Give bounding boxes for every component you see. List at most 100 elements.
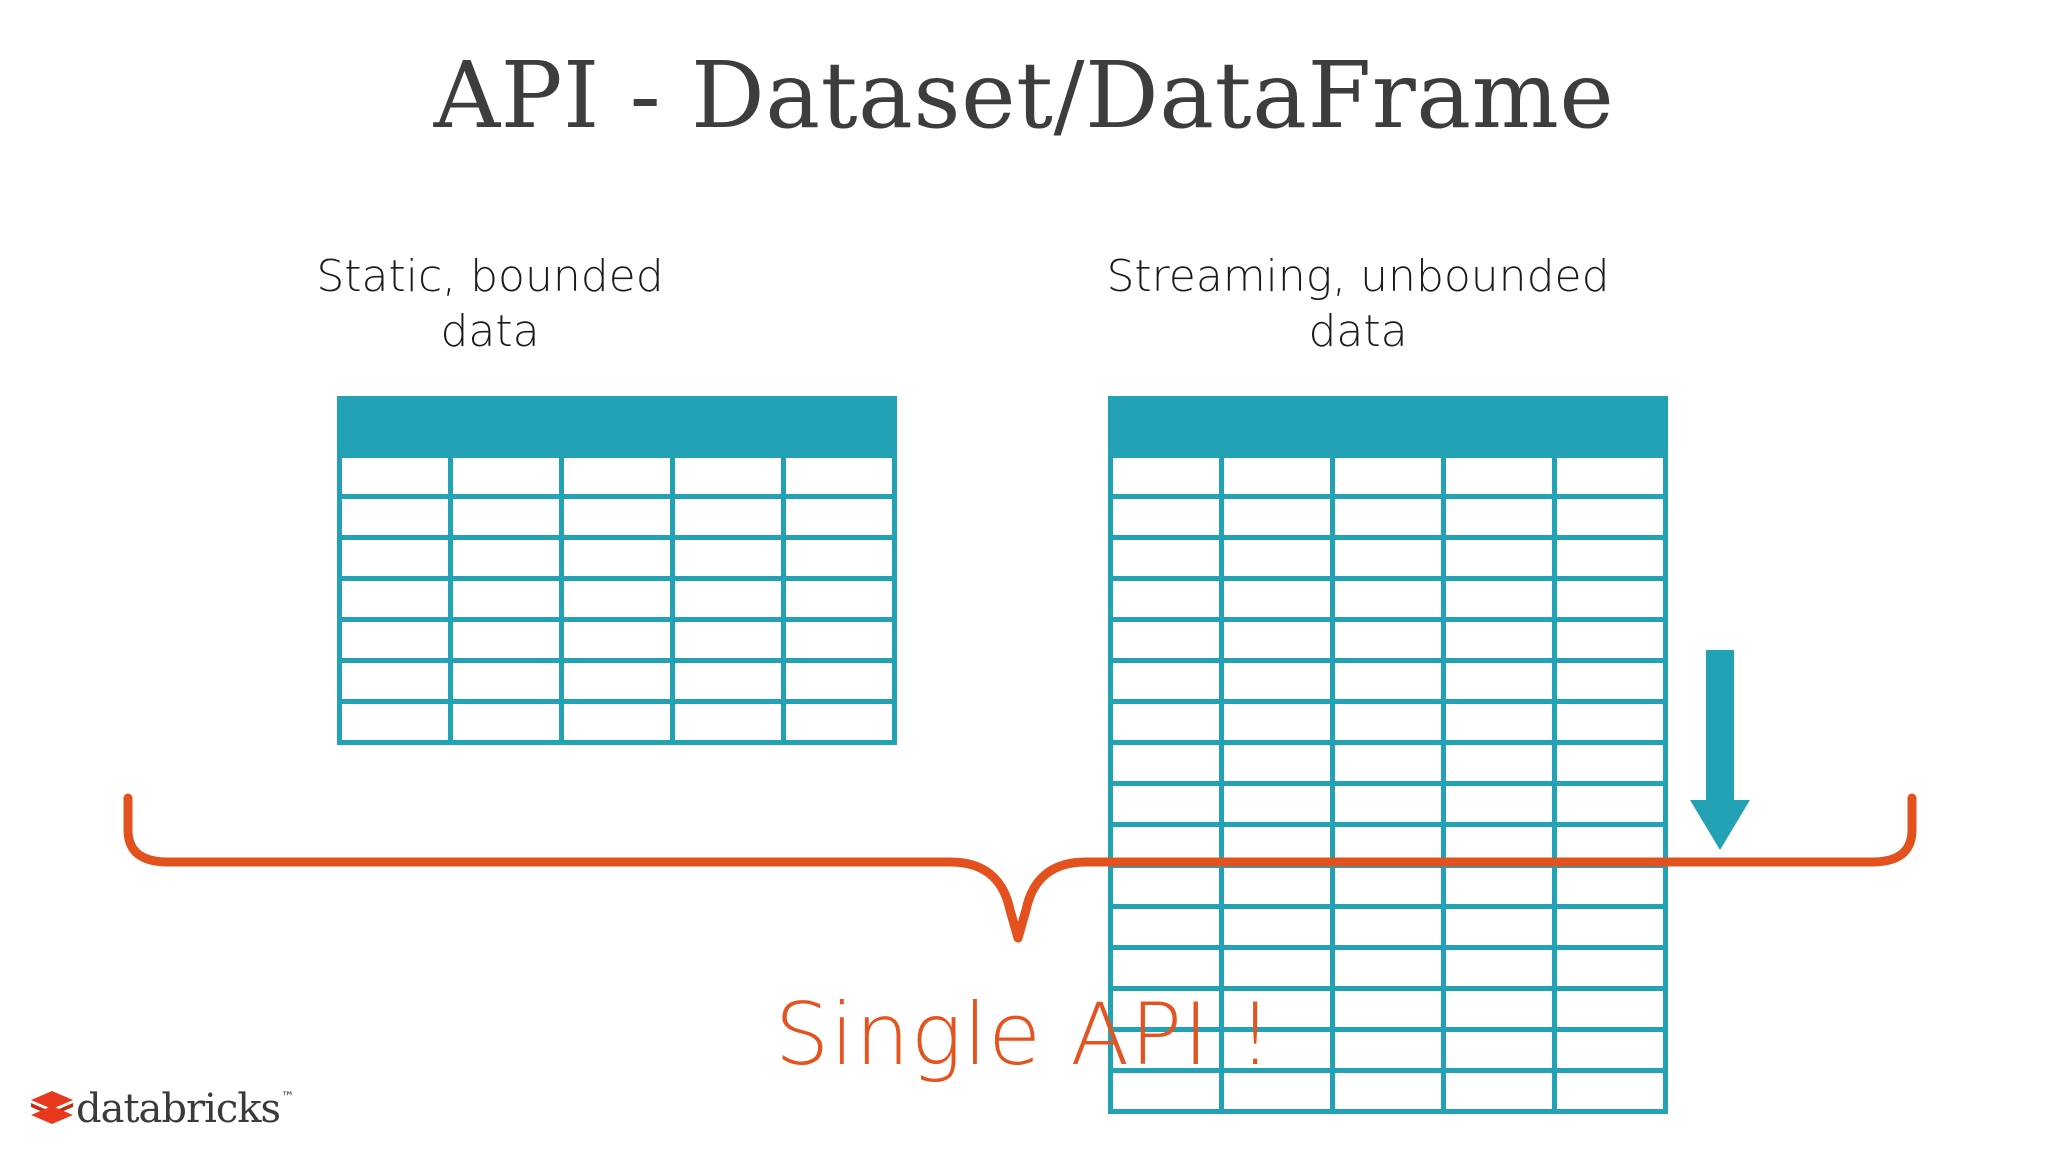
table-cell	[1113, 499, 1219, 535]
table-cell	[1113, 909, 1219, 945]
table-cell	[1335, 827, 1441, 863]
table-cell	[1224, 458, 1330, 494]
table-cell	[1557, 868, 1663, 904]
table-cell	[675, 540, 781, 576]
table-cell	[1113, 540, 1219, 576]
table-cell	[1224, 868, 1330, 904]
table-cell	[1113, 1073, 1219, 1109]
caption-streaming-line2: data	[1308, 305, 1408, 357]
table-cell	[1335, 909, 1441, 945]
table-cell	[786, 581, 892, 617]
table-cell	[1557, 909, 1663, 945]
table-cell	[453, 704, 559, 740]
table-cell	[564, 581, 670, 617]
caption-static: Static, bounded data	[280, 250, 700, 359]
databricks-wordmark: databricks	[76, 1086, 281, 1132]
table-cell	[1224, 786, 1330, 822]
table-cell	[1335, 991, 1441, 1027]
table-cell	[1446, 827, 1552, 863]
caption-streaming: Streaming, unbounded data	[1078, 250, 1638, 359]
table-cell	[1335, 868, 1441, 904]
table-cell	[1446, 704, 1552, 740]
table-cell	[1224, 1073, 1330, 1109]
table-cell	[1113, 786, 1219, 822]
table-cell	[786, 499, 892, 535]
table-cell	[786, 458, 892, 494]
table-cell	[1335, 540, 1441, 576]
table-cell	[1224, 663, 1330, 699]
table-cell	[564, 499, 670, 535]
table-cell	[564, 458, 670, 494]
table-cell	[1557, 622, 1663, 658]
table-cell	[342, 581, 448, 617]
table-cell	[1113, 827, 1219, 863]
caption-streaming-line1: Streaming, unbounded	[1106, 251, 1610, 302]
table-cell	[1224, 704, 1330, 740]
table-cell	[1224, 950, 1330, 986]
static-table-grid	[337, 458, 897, 745]
table-cell	[342, 540, 448, 576]
table-cell	[1335, 499, 1441, 535]
table-cell	[1335, 458, 1441, 494]
table-cell	[1335, 1032, 1441, 1068]
table-cell	[1335, 745, 1441, 781]
table-cell	[1446, 499, 1552, 535]
databricks-brick-icon	[31, 1091, 73, 1124]
table-cell	[1446, 663, 1552, 699]
databricks-logo: databricks ™	[30, 1086, 294, 1132]
table-cell	[342, 499, 448, 535]
table-cell	[1557, 704, 1663, 740]
table-cell	[1557, 1073, 1663, 1109]
table-cell	[1224, 991, 1330, 1027]
table-cell	[342, 458, 448, 494]
table-cell	[1113, 581, 1219, 617]
table-cell	[1113, 868, 1219, 904]
table-cell	[453, 458, 559, 494]
table-cell	[1335, 704, 1441, 740]
page-title: API - Dataset/DataFrame	[433, 42, 1615, 149]
table-cell	[453, 581, 559, 617]
table-cell	[1335, 581, 1441, 617]
table-cell	[786, 704, 892, 740]
table-cell	[1335, 622, 1441, 658]
table-cell	[675, 704, 781, 740]
table-cell	[1113, 663, 1219, 699]
table-cell	[786, 663, 892, 699]
table-cell	[1557, 950, 1663, 986]
table-cell	[786, 540, 892, 576]
table-cell	[1446, 745, 1552, 781]
table-cell	[1446, 458, 1552, 494]
static-table-header-band	[337, 396, 897, 458]
table-cell	[1557, 458, 1663, 494]
table-cell	[1224, 745, 1330, 781]
table-cell	[1113, 745, 1219, 781]
table-cell	[1335, 786, 1441, 822]
table-cell	[786, 622, 892, 658]
table-cell	[1224, 581, 1330, 617]
arrow-down-icon	[1690, 650, 1750, 850]
table-cell	[1446, 868, 1552, 904]
streaming-table-header-band	[1108, 396, 1668, 458]
table-cell	[675, 581, 781, 617]
table-cell	[675, 663, 781, 699]
table-cell	[1557, 745, 1663, 781]
table-cell	[342, 704, 448, 740]
table-cell	[1446, 909, 1552, 945]
table-cell	[453, 540, 559, 576]
table-cell	[564, 704, 670, 740]
table-cell	[1224, 827, 1330, 863]
table-cell	[1557, 581, 1663, 617]
table-cell	[675, 458, 781, 494]
table-cell	[1557, 991, 1663, 1027]
table-cell	[1335, 1073, 1441, 1109]
table-cell	[1113, 1032, 1219, 1068]
table-cell	[1113, 950, 1219, 986]
table-cell	[1557, 499, 1663, 535]
table-cell	[1113, 704, 1219, 740]
table-cell	[342, 663, 448, 699]
table-cell	[1557, 1032, 1663, 1068]
table-cell	[675, 622, 781, 658]
table-cell	[1446, 1073, 1552, 1109]
table-cell	[1224, 909, 1330, 945]
table-cell	[1113, 458, 1219, 494]
